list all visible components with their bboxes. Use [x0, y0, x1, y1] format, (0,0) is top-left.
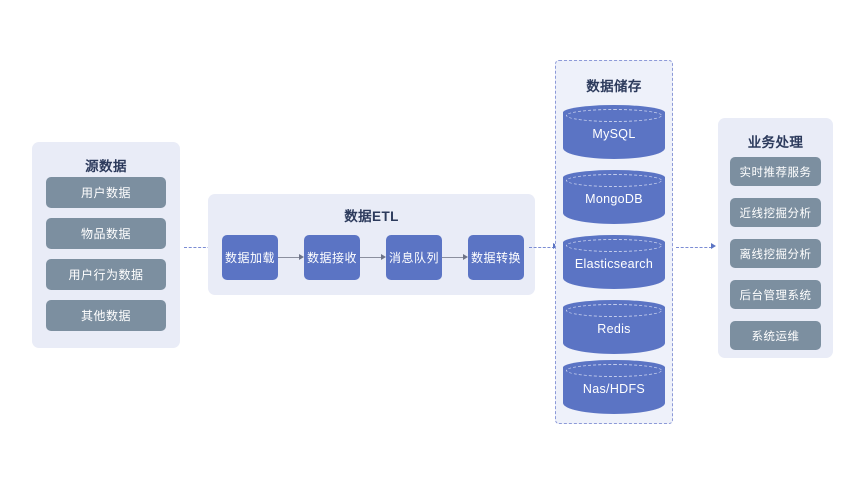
- source-item-other-data[interactable]: 其他数据: [46, 300, 166, 331]
- etl-step-label: 数据加载: [224, 251, 275, 265]
- business-item-realtime-recommendation[interactable]: 实时推荐服务: [730, 157, 821, 186]
- etl-step-data-load[interactable]: 数据加载: [222, 235, 278, 280]
- business-item-offline-mining[interactable]: 离线挖掘分析: [730, 239, 821, 268]
- panel-etl-title: 数据ETL: [344, 209, 399, 224]
- cylinder-top: [563, 360, 665, 375]
- business-item-label: 系统运维: [751, 330, 800, 343]
- business-item-nearline-mining[interactable]: 近线挖掘分析: [730, 198, 821, 227]
- etl-step-label: 数据接收: [306, 251, 357, 265]
- cylinder-top: [563, 105, 665, 120]
- business-item-system-operations[interactable]: 系统运维: [730, 321, 821, 350]
- business-item-label: 离线挖掘分析: [739, 248, 812, 261]
- connector-storage-to-business-arrow: [711, 243, 716, 249]
- storage-cylinder-label: MySQL: [592, 127, 636, 141]
- cylinder-top: [563, 300, 665, 315]
- connector-etl-2-3-line: [360, 257, 382, 258]
- business-item-label: 实时推荐服务: [739, 166, 812, 179]
- etl-step-data-transform[interactable]: 数据转换: [468, 235, 524, 280]
- business-item-label: 近线挖掘分析: [739, 207, 812, 220]
- panel-storage-title: 数据储存: [586, 79, 642, 94]
- etl-step-data-receive[interactable]: 数据接收: [304, 235, 360, 280]
- source-item-label: 其他数据: [80, 309, 131, 323]
- etl-step-label: 消息队列: [388, 251, 439, 265]
- panel-source-title: 源数据: [85, 159, 127, 174]
- etl-step-label: 数据转换: [470, 251, 521, 265]
- storage-cylinder-label: MongoDB: [585, 192, 643, 206]
- connector-source-to-etl-line: [184, 247, 220, 248]
- connector-etl-2-3-arrow: [381, 253, 386, 260]
- storage-cylinder-label: Elasticsearch: [574, 257, 654, 271]
- source-item-product-data[interactable]: 物品数据: [46, 218, 166, 249]
- connector-etl-1-2-line: [278, 257, 300, 258]
- source-item-label: 用户行为数据: [68, 268, 144, 282]
- connector-etl-to-storage-line: [529, 247, 555, 248]
- source-item-user-behavior-data[interactable]: 用户行为数据: [46, 259, 166, 290]
- business-item-admin-system[interactable]: 后台管理系统: [730, 280, 821, 309]
- cylinder-top: [563, 170, 665, 185]
- storage-cylinder-label: Nas/HDFS: [582, 382, 646, 396]
- connector-storage-to-business-line: [676, 247, 712, 248]
- panel-business-title: 业务处理: [747, 135, 804, 150]
- source-item-user-data[interactable]: 用户数据: [46, 177, 166, 208]
- connector-etl-3-4-line: [442, 257, 464, 258]
- connector-etl-3-4-arrow: [463, 253, 468, 260]
- connector-etl-1-2-arrow: [299, 253, 304, 260]
- etl-step-message-queue[interactable]: 消息队列: [386, 235, 442, 280]
- business-item-label: 后台管理系统: [739, 289, 812, 302]
- source-item-label: 物品数据: [80, 227, 131, 241]
- cylinder-top: [563, 235, 665, 250]
- storage-cylinder-label: Redis: [597, 322, 631, 336]
- source-item-label: 用户数据: [80, 186, 131, 200]
